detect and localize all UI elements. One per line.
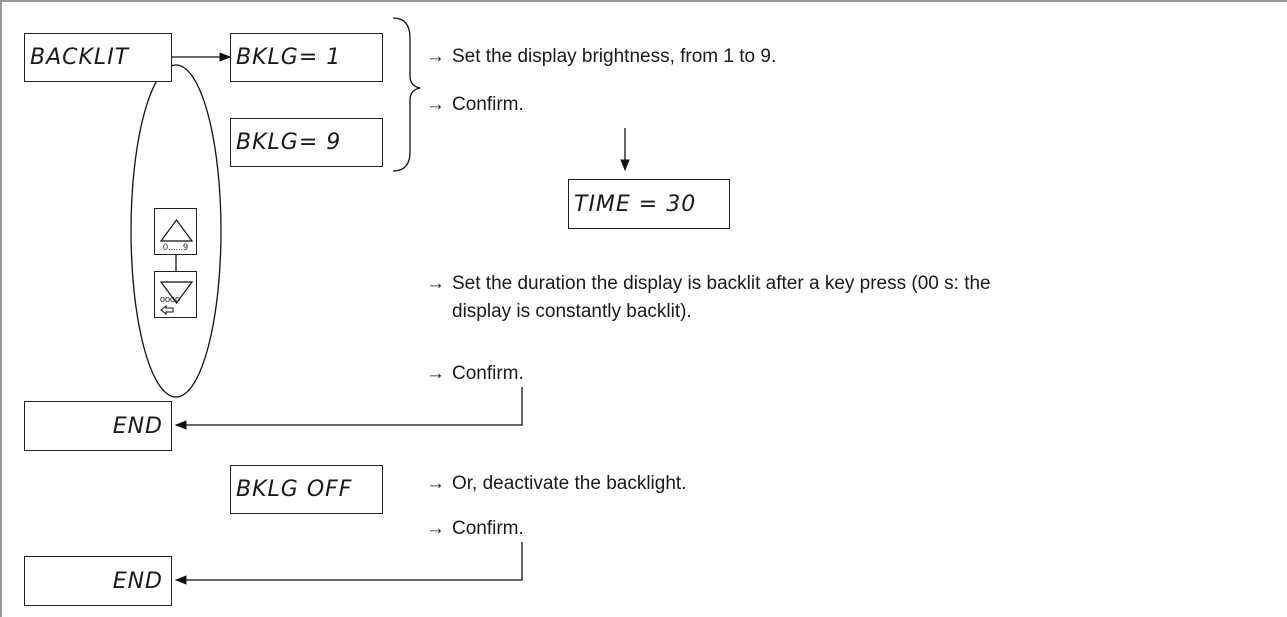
step-arrow: →: [426, 473, 445, 494]
down-key-label: oooo: [155, 294, 196, 315]
display-backlit: BACKLIT: [24, 33, 172, 82]
step-confirm-2: → Confirm.: [426, 360, 524, 388]
brace-bracket: [392, 17, 421, 172]
triangle-up-icon: [159, 218, 194, 242]
down-key-dots: oooo: [160, 294, 181, 305]
display-time: TIME = 30: [568, 179, 730, 229]
down-key-button[interactable]: oooo: [154, 271, 197, 318]
step-set-duration: → Set the duration the display is backlit…: [426, 270, 991, 326]
step-text-continued: display is constantly backlit).: [452, 301, 692, 322]
step-confirm-1: → Confirm.: [426, 91, 524, 119]
arrow-confirm-to-end-2: [174, 542, 523, 585]
step-text: Confirm.: [452, 363, 524, 384]
step-text: Or, deactivate the backlight.: [452, 473, 687, 494]
step-arrow: →: [426, 273, 445, 294]
step-set-brightness: → Set the display brightness, from 1 to 9…: [426, 43, 776, 71]
display-end-1: END: [24, 401, 172, 451]
step-text: Confirm.: [452, 518, 524, 539]
step-confirm-3: → Confirm.: [426, 515, 524, 543]
enter-arrow-icon: [160, 305, 174, 315]
step-text: Set the display brightness, from 1 to 9.: [452, 46, 777, 67]
step-arrow: →: [426, 94, 445, 115]
step-text: Confirm.: [452, 94, 524, 115]
up-key-button[interactable]: 0......9: [154, 208, 197, 255]
display-bklg-min: BKLG= 1: [230, 33, 383, 82]
display-bklg-max: BKLG= 9: [230, 118, 383, 167]
display-bklg-off: BKLG OFF: [230, 465, 383, 514]
step-arrow: →: [426, 363, 445, 384]
arrow-confirm-to-end-1: [174, 387, 523, 430]
step-text: Set the duration the display is backlit …: [452, 273, 991, 294]
step-arrow: →: [426, 46, 445, 67]
triangle-down-icon: [159, 281, 194, 305]
up-key-label: 0......9: [162, 242, 188, 252]
step-arrow: →: [426, 518, 445, 539]
step-deactivate: → Or, deactivate the backlight.: [426, 470, 686, 498]
display-end-2: END: [24, 556, 172, 606]
keypad-ellipse: [130, 64, 222, 398]
